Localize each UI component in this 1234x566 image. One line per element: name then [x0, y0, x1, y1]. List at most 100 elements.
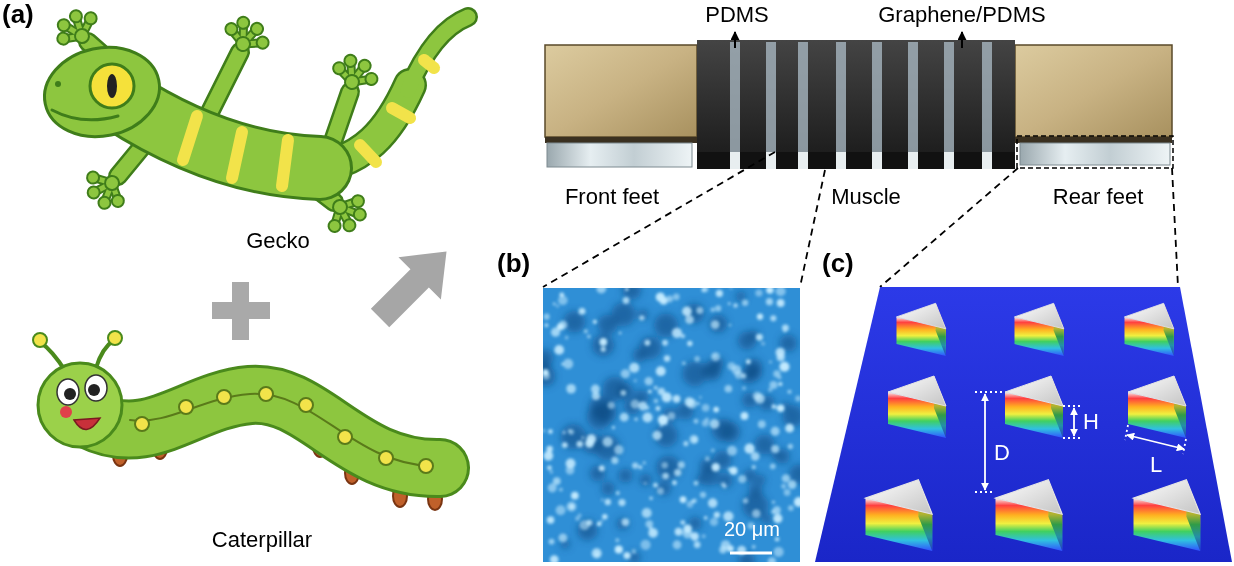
particle	[653, 483, 658, 488]
dark-spot	[590, 465, 606, 481]
particle	[768, 557, 777, 562]
particle	[710, 307, 715, 312]
particle	[723, 485, 727, 489]
caterpillar-head-part	[74, 418, 100, 430]
particle	[632, 462, 638, 468]
particle	[711, 448, 715, 452]
dark-spot	[624, 399, 640, 415]
caterpillar-body-part	[90, 395, 440, 468]
gecko-illustration	[36, 1, 468, 242]
particle	[680, 520, 685, 525]
particle	[752, 509, 761, 518]
particle	[576, 441, 583, 448]
particle	[638, 465, 642, 469]
particle	[678, 461, 685, 468]
dimension-marks-part	[1127, 435, 1184, 449]
particle	[705, 418, 709, 422]
particle	[586, 434, 596, 444]
particle	[591, 385, 600, 394]
plus-sign	[212, 282, 270, 340]
particle	[547, 465, 552, 470]
particle	[715, 305, 721, 311]
caterpillar-head-part	[38, 363, 122, 447]
dark-spot	[656, 455, 681, 480]
particle	[741, 412, 749, 420]
scale-bar-label: 20 μm	[724, 518, 780, 541]
particle	[713, 407, 719, 413]
caterpillar-dots-part	[299, 398, 313, 412]
gecko-feet-part	[77, 162, 133, 217]
muscle-strip-part-part	[836, 152, 846, 169]
particle	[558, 295, 568, 305]
caterpillar-dots	[135, 387, 433, 473]
particle	[766, 298, 773, 305]
particle	[795, 396, 800, 402]
particle	[782, 474, 790, 482]
particle	[702, 288, 709, 292]
particle	[652, 431, 661, 440]
particle	[623, 552, 630, 559]
panel-letter: (b)	[497, 249, 530, 279]
rear-feet-pad	[1015, 45, 1172, 165]
particle	[602, 514, 607, 519]
gecko-head-part	[90, 64, 134, 108]
gecko-tail-part	[408, 17, 468, 90]
dimension-marks-part-part	[1063, 437, 1080, 439]
particle	[729, 467, 737, 475]
particle	[559, 488, 563, 492]
particle	[779, 362, 789, 372]
gecko-head	[36, 37, 168, 147]
particle	[566, 459, 576, 469]
pointer-arrows	[735, 32, 962, 48]
dimension-label: D	[994, 440, 1010, 465]
particle	[567, 502, 577, 512]
muscle-strip-part-part	[766, 42, 776, 152]
particle	[643, 461, 646, 464]
particle	[549, 539, 555, 545]
particle	[544, 314, 550, 320]
particle	[601, 347, 606, 352]
particle	[738, 475, 746, 483]
part-label: Rear feet	[1053, 184, 1144, 209]
particle	[648, 528, 658, 538]
particle	[548, 429, 552, 433]
zoom-lines-part	[800, 170, 825, 287]
particle	[646, 520, 654, 528]
particle	[556, 505, 566, 515]
dark-spot	[709, 315, 727, 333]
particle	[618, 499, 625, 506]
animal-label: Gecko	[246, 228, 310, 253]
particle	[584, 329, 588, 333]
dark-spot	[742, 493, 768, 519]
front-feet-pad-part	[545, 137, 697, 143]
gecko-tail-part	[408, 17, 468, 90]
micrograph-panel-part	[543, 288, 800, 562]
particle	[657, 488, 664, 495]
particle	[554, 345, 564, 355]
particle	[599, 338, 607, 346]
muscle-strip-part-part	[730, 42, 740, 152]
particle	[711, 352, 720, 361]
particle	[692, 437, 698, 443]
particle	[614, 445, 623, 454]
panel-letter: (c)	[822, 249, 854, 279]
dark-spot	[601, 482, 614, 495]
particle	[620, 413, 629, 422]
dark-spot	[616, 383, 633, 400]
rear-feet-pad-part	[1015, 137, 1172, 143]
particle	[662, 392, 672, 402]
caterpillar-body-part	[90, 395, 440, 468]
particle	[770, 315, 776, 321]
particle	[758, 420, 766, 428]
caterpillar-head	[33, 331, 122, 447]
part-label: Muscle	[831, 184, 901, 209]
particle	[683, 441, 688, 446]
gecko-head-part	[55, 81, 61, 87]
particle	[741, 373, 746, 378]
muscle-strip-part-part	[982, 152, 992, 169]
front-feet-pad-part	[547, 143, 692, 167]
particle	[625, 288, 628, 291]
pillar-array-panel-part	[1005, 376, 1063, 438]
